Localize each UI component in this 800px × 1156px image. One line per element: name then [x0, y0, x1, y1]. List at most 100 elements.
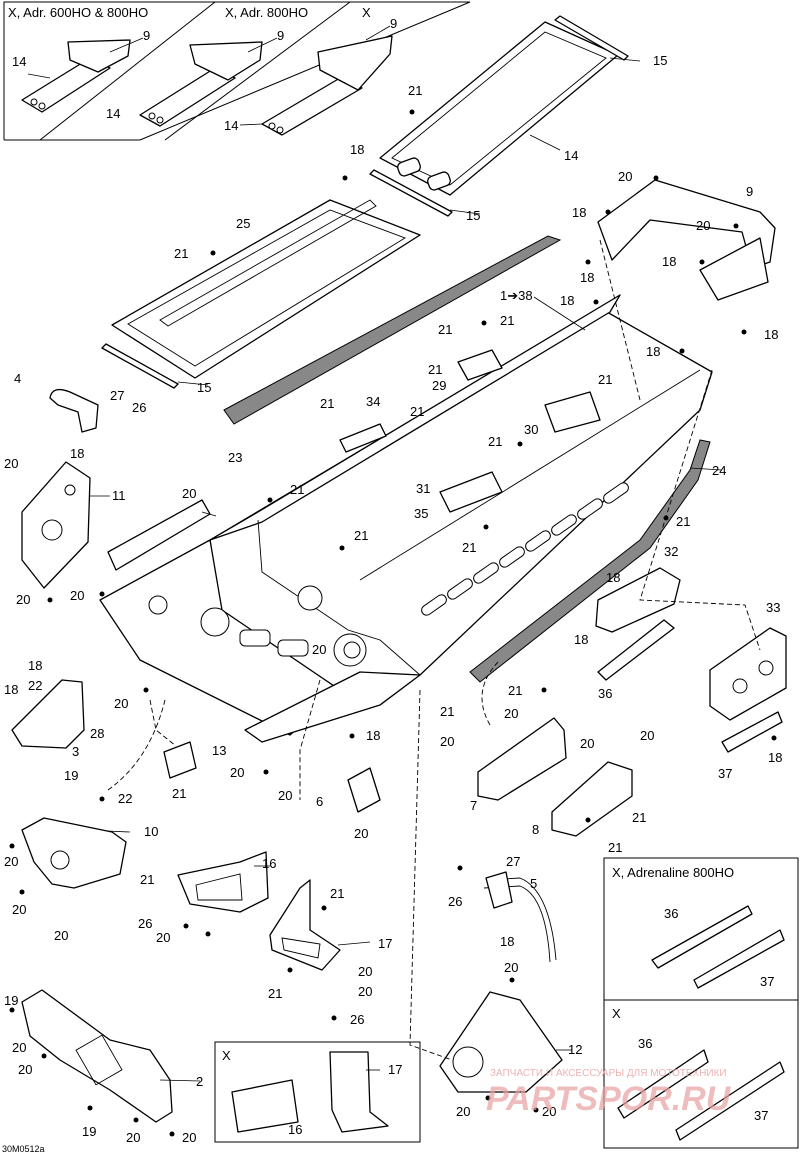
callout-14: 14 — [564, 148, 578, 163]
callout-30: 30 — [524, 422, 538, 437]
callout-8: 8 — [532, 822, 539, 837]
callout-7: 7 — [470, 798, 477, 813]
callout-21: 21 — [428, 362, 442, 377]
callout-20: 20 — [126, 1130, 140, 1145]
part-7-bracket — [477, 717, 567, 801]
part-14-variant-b — [139, 41, 263, 127]
callout-19: 19 — [64, 768, 78, 783]
part-8-bracket — [551, 761, 633, 837]
callout-21: 21 — [676, 514, 690, 529]
callout-21: 21 — [354, 528, 368, 543]
part-34-bracket — [339, 423, 387, 453]
callout-14: 14 — [12, 54, 26, 69]
callout-31: 31 — [416, 481, 430, 496]
callout-14: 14 — [224, 118, 238, 133]
callout-21: 21 — [598, 372, 612, 387]
callout-20: 20 — [580, 736, 594, 751]
callout-15: 15 — [653, 53, 667, 68]
part-29-bracket — [457, 349, 503, 381]
callout-37: 37 — [760, 974, 774, 989]
part-15-rails — [101, 15, 629, 389]
variant-label-3: X — [362, 5, 371, 20]
callout-18: 18 — [580, 270, 594, 285]
callout-21: 21 — [632, 810, 646, 825]
callout-9: 9 — [277, 28, 284, 43]
part-12-plate — [439, 991, 563, 1093]
callout-18: 18 — [606, 570, 620, 585]
part-6-bracket — [347, 767, 381, 813]
callout-32: 32 — [664, 544, 678, 559]
callout-20: 20 — [456, 1104, 470, 1119]
callout-21: 21 — [140, 872, 154, 887]
callout-20: 20 — [114, 696, 128, 711]
part-3-bracket — [11, 679, 85, 749]
part-4-handle — [49, 388, 99, 433]
callout-21: 21 — [320, 396, 334, 411]
callout-29: 29 — [432, 378, 446, 393]
callout-16: 16 — [262, 856, 276, 871]
callout-20: 20 — [504, 960, 518, 975]
callout-9: 9 — [390, 16, 397, 31]
part-14-variant-c — [261, 35, 393, 136]
callout-26: 26 — [350, 1012, 364, 1027]
callout-20: 20 — [156, 930, 170, 945]
callout-13: 13 — [212, 743, 226, 758]
callout-12: 12 — [568, 1042, 582, 1057]
callout-4: 4 — [14, 371, 21, 386]
variant-36-37-x — [617, 1049, 785, 1141]
callout-21: 21 — [440, 704, 454, 719]
callout-17: 17 — [388, 1062, 402, 1077]
callout-34: 34 — [366, 394, 380, 409]
callout-18: 18 — [28, 658, 42, 673]
callout-21: 21 — [410, 404, 424, 419]
callout-6: 6 — [316, 794, 323, 809]
callout-21: 21 — [408, 83, 422, 98]
part-31-bracket — [439, 471, 503, 513]
variant-label-2: X, Adr. 800HO — [225, 5, 308, 20]
callout-20: 20 — [12, 1040, 26, 1055]
fastener-dots — [9, 109, 777, 1137]
variant-box-right: X, Adrenaline 800HO X — [603, 857, 799, 1149]
callout-10: 10 — [144, 824, 158, 839]
callout-1-38: 1➔38 — [500, 288, 533, 303]
callout-20: 20 — [358, 964, 372, 979]
part-30-bracket — [544, 391, 601, 433]
callout-18: 18 — [572, 205, 586, 220]
variant-box-bottom-center: X — [214, 1041, 421, 1143]
callout-37: 37 — [718, 766, 732, 781]
callout-11: 11 — [112, 488, 126, 503]
callout-21: 21 — [438, 322, 452, 337]
callout-36: 36 — [664, 906, 678, 921]
callout-20: 20 — [358, 984, 372, 999]
callout-14: 14 — [106, 106, 120, 121]
part-23-rail — [223, 235, 562, 425]
part-25-panel — [111, 199, 421, 379]
callout-labels: 9 14 14 9 14 9 15 21 14 18 15 25 21 15 2… — [4, 16, 782, 1145]
callout-21: 21 — [330, 886, 344, 901]
callout-20: 20 — [182, 1130, 196, 1145]
callout-9: 9 — [746, 184, 753, 199]
callout-19: 19 — [4, 993, 18, 1008]
watermark-logo: PARTSPOR.RU — [486, 1080, 732, 1118]
part-5-strap — [483, 871, 557, 963]
callout-20: 20 — [4, 854, 18, 869]
callout-21: 21 — [172, 786, 186, 801]
callout-20: 20 — [12, 902, 26, 917]
callout-20: 20 — [618, 169, 632, 184]
callout-25: 25 — [236, 216, 250, 231]
part-9-bracket — [597, 179, 776, 301]
callout-20: 20 — [4, 456, 18, 471]
assembly-lines — [107, 239, 761, 1061]
variant-label-x: X — [612, 1006, 621, 1021]
part-32-bracket — [595, 567, 681, 633]
callout-27: 27 — [506, 854, 520, 869]
part-37-rail — [721, 711, 783, 753]
callout-36: 36 — [638, 1036, 652, 1051]
callout-21: 21 — [462, 540, 476, 555]
callout-22: 22 — [118, 791, 132, 806]
callout-16: 16 — [288, 1122, 302, 1137]
callout-20: 20 — [354, 826, 368, 841]
callout-21: 21 — [268, 986, 282, 1001]
callout-20: 20 — [504, 706, 518, 721]
callout-35: 35 — [414, 506, 428, 521]
